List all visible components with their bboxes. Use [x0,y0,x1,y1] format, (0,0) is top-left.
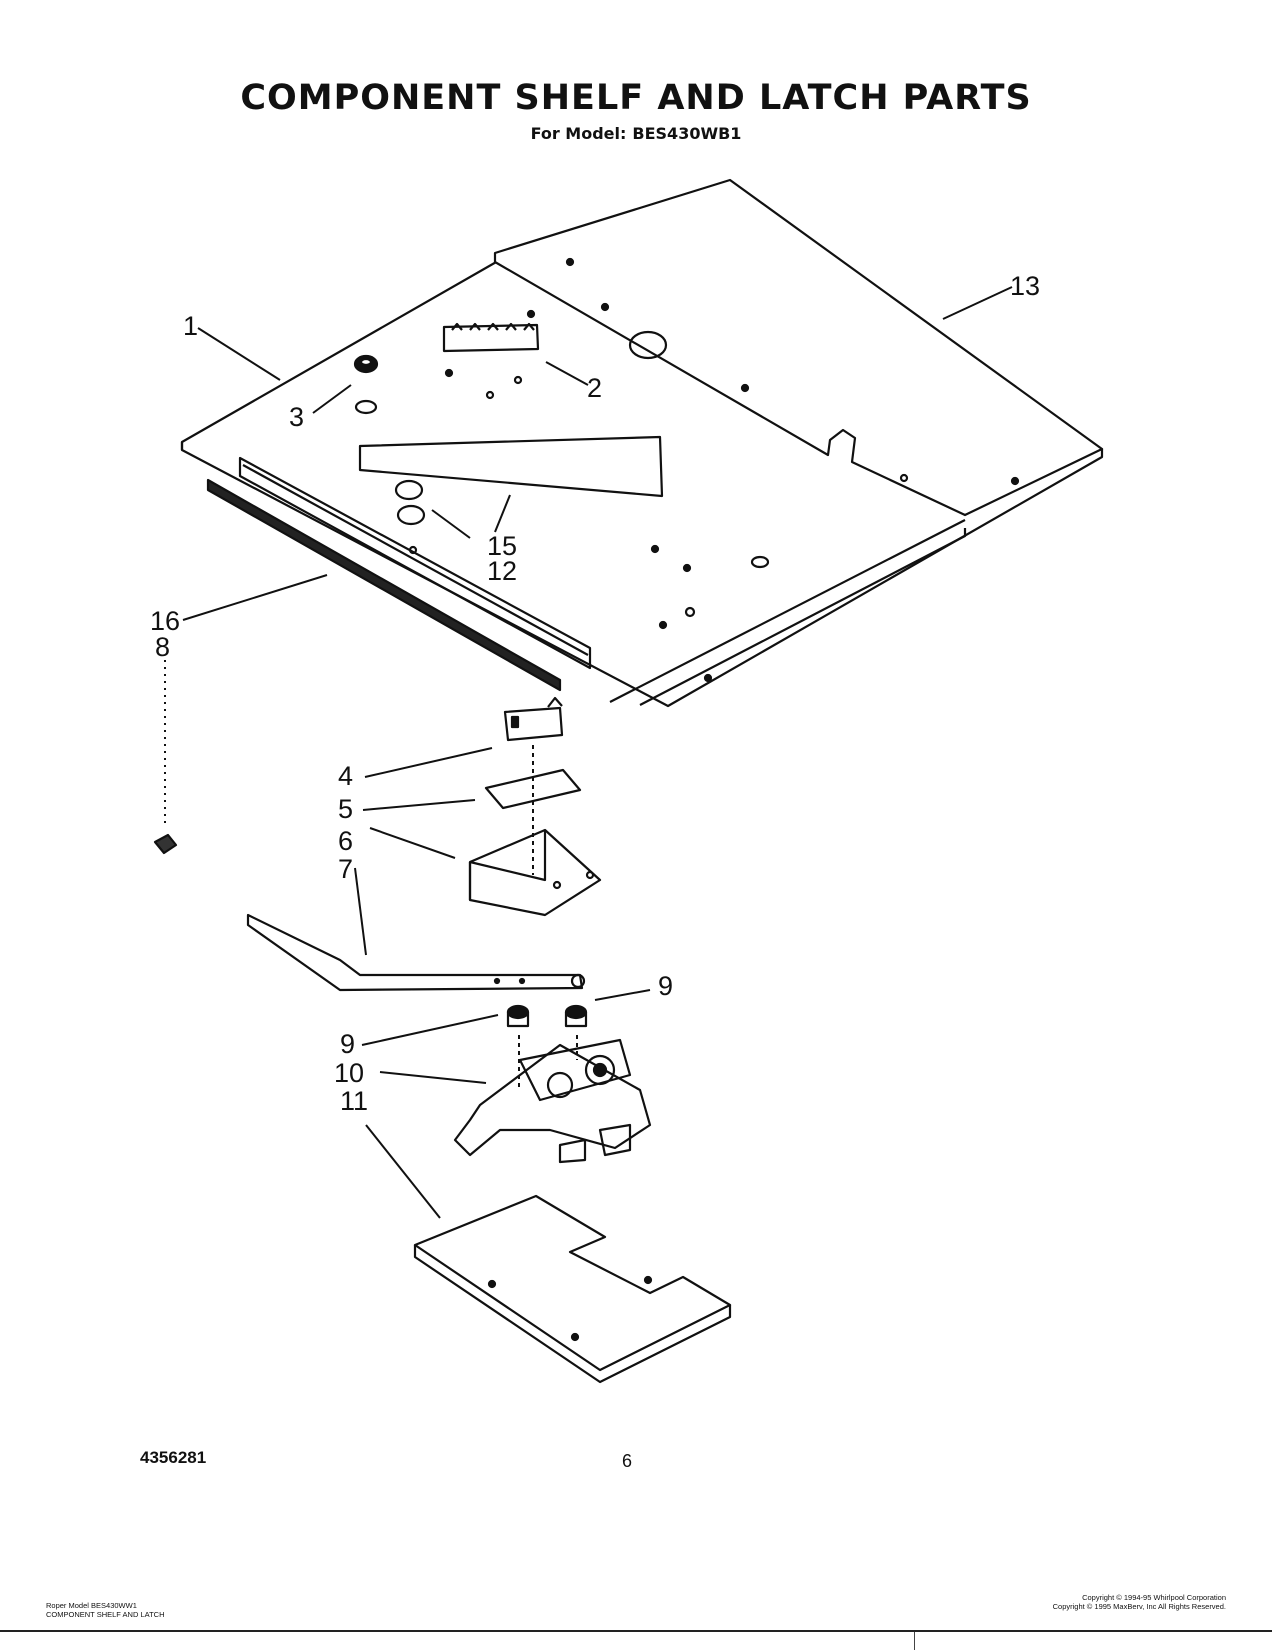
bottom-rule [0,1630,1272,1632]
latch-cover-plate [413,1194,732,1384]
model-number: BES430WB1 [632,124,742,143]
callout-1: 1 [183,311,198,341]
document-number: 4356281 [140,1448,207,1467]
model-label: For Model: [530,124,627,143]
callout-4: 4 [338,761,353,791]
callout-10: 10 [334,1058,364,1088]
hole-plugs [394,479,426,526]
callout-7: 7 [338,854,353,884]
spacers [506,1004,588,1028]
callout-9-right: 9 [658,971,673,1001]
grommet [353,354,379,415]
footer-left-section: COMPONENT SHELF AND LATCH [46,1610,165,1619]
callout-5: 5 [338,794,353,824]
callout-11: 11 [340,1086,368,1116]
speed-clip [153,833,178,855]
switch-bracket [468,828,602,917]
latch-assembly [453,1038,652,1164]
footer-copyright: Copyright © 1994-95 Whirlpool Corporatio… [1053,1593,1226,1611]
model-subtitle: For Model: BES430WB1 [0,124,1272,143]
copyright-line-2: Copyright © 1995 MaxBerv, Inc All Rights… [1052,1602,1226,1611]
page-number: 6 [622,1451,633,1471]
page-title: COMPONENT SHELF AND LATCH PARTS [240,78,1032,118]
callout-2: 2 [587,373,602,403]
footer-left: Roper Model BES430WW1 COMPONENT SHELF AN… [46,1601,165,1619]
door-switch [503,696,564,742]
copyright-line-1: Copyright © 1994-95 Whirlpool Corporatio… [1082,1593,1226,1602]
front-seal-strip [206,478,562,692]
heat-shield [358,435,664,498]
callout-9-left: 9 [340,1029,355,1059]
latch-link [246,913,586,992]
callout-15: 15 [487,531,517,561]
callout-3: 3 [289,402,304,432]
leader-lines [164,286,1013,1219]
callout-13: 13 [1010,271,1040,301]
terminal-block [442,322,540,353]
footer-left-model: Roper Model BES430WW1 [46,1601,137,1610]
callout-16: 16 [150,606,180,636]
callout-8: 8 [155,632,170,662]
callout-12: 12 [487,556,517,586]
bottom-tick [914,1632,915,1650]
callout-6: 6 [338,826,353,856]
